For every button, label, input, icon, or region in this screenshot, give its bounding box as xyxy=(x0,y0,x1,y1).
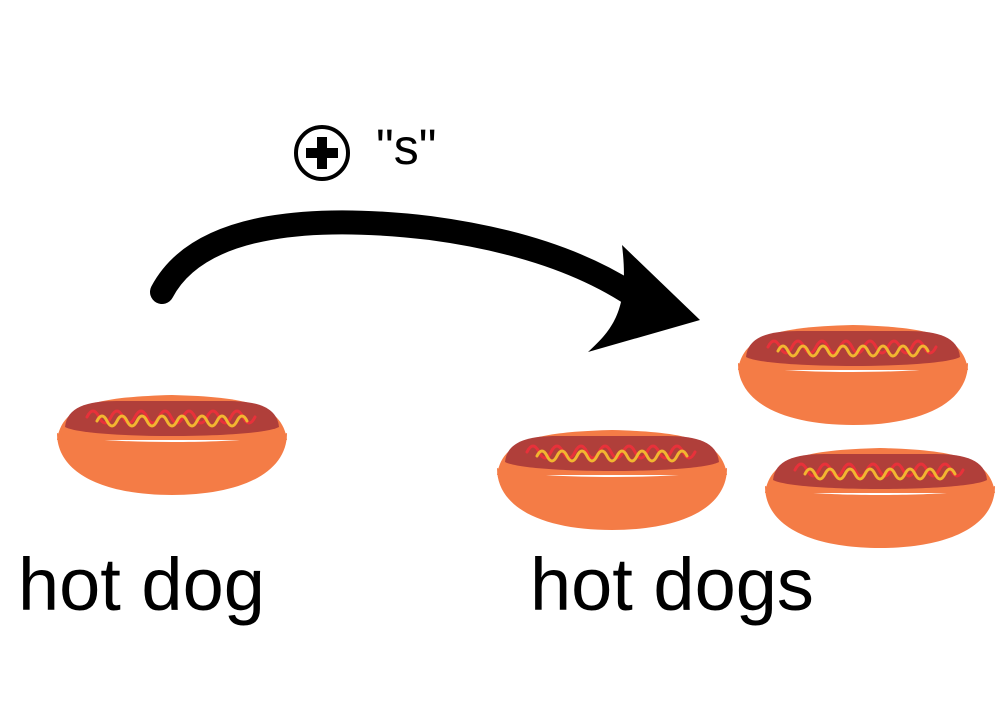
hot-dog-single xyxy=(55,393,289,497)
plural-label: hot dogs xyxy=(530,543,814,626)
hot-dog-plural-3 xyxy=(763,446,997,550)
hot-dog-plural-2 xyxy=(495,428,729,532)
suffix-label: "s" xyxy=(376,119,437,175)
curved-arrow xyxy=(150,210,700,352)
plus-circle-icon xyxy=(294,125,350,181)
singular-label: hot dog xyxy=(18,543,265,626)
hot-dog-plural-1 xyxy=(736,323,970,427)
